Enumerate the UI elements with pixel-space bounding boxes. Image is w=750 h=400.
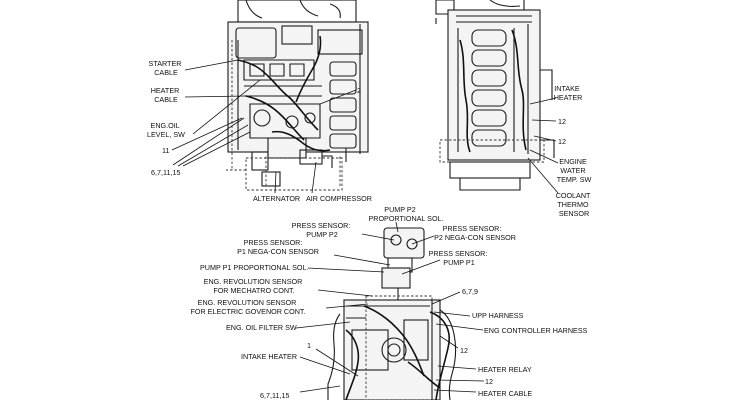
ref-12-b-label: 12 [558, 137, 566, 146]
heater-relay-label: HEATER RELAY [478, 365, 532, 374]
ref-12-d-label: 12 [485, 377, 493, 386]
alternator-label: ALTERNATOR [253, 194, 300, 203]
eng-controller-harness-label: ENG CONTROLLER HARNESS [484, 326, 588, 335]
ref-6-7-11-15-top-label: 6,7,11,15 [151, 168, 180, 177]
coolant-thermo-sensor-label: COOLANT THERMO SENSOR [556, 191, 593, 218]
eng-oil-filter-sw-label: ENG. OIL FILTER SW [226, 323, 297, 332]
eng-revolution-sensor-governor-label: ENG. REVOLUTION SENSOR FOR ELECTRIC GOVE… [190, 298, 305, 316]
ref-6-7-9-label: 6,7,9 [462, 287, 478, 296]
press-sensor-pump-p2-label: PRESS SENSOR: PUMP P2 [292, 221, 353, 239]
heater-cable-bottom-label: HEATER CABLE [478, 389, 532, 398]
air-compressor-label: AIR COMPRESSOR [306, 194, 372, 203]
left-engine-drawing [226, 0, 369, 191]
pump-p1-proportional-sol-label: PUMP P1 PROPORTIONAL SOL. [200, 263, 309, 272]
eng-revolution-sensor-mechatro-label: ENG. REVOLUTION SENSOR FOR MECHATRO CONT… [204, 277, 305, 295]
eng-oil-level-sw-label: ENG.OIL LEVEL, SW [147, 121, 185, 139]
left-engine-leaders [171, 59, 357, 194]
press-sensor-p1-nega-con-label: PRESS SENSOR: P1 NEGA-CON SENSOR [237, 238, 319, 256]
engine-water-temp-sw-label: ENGINE WATER TEMP. SW [557, 157, 592, 184]
press-sensor-pump-p1-label: PRESS SENSOR: PUMP P1 [429, 249, 490, 267]
starter-cable-label: STARTER CABLE [149, 59, 184, 77]
intake-heater-top-label: INTAKE HEATER [554, 84, 583, 102]
ref-11-label: 11 [162, 146, 169, 155]
heater-cable-top-label: HEATER CABLE [151, 86, 182, 104]
right-engine-leaders [527, 97, 559, 194]
ref-1-label: 1 [307, 341, 311, 350]
pump-p2-proportional-sol-label: PUMP P2 PROPORTIONAL SOL. [368, 205, 443, 223]
bottom-engine-leaders [295, 221, 485, 393]
press-sensor-p2-nega-con-label: PRESS SENSOR: P2 NEGA-CON SENSOR [434, 224, 516, 242]
bottom-engine-drawing [327, 227, 457, 400]
ref-6-7-11-15-bottom-label: 6,7,11,15 [260, 391, 289, 400]
diagram-labels: STARTER CABLE HEATER CABLE ENG.OIL LEVEL… [147, 59, 593, 400]
ref-12-a-label: 12 [558, 117, 566, 126]
ref-2-label: 2 [357, 86, 361, 95]
right-engine-drawing [435, 0, 555, 191]
ref-12-c-label: 12 [460, 346, 468, 355]
upp-harness-label: UPP HARNESS [472, 311, 524, 320]
intake-heater-bottom-label: INTAKE HEATER [241, 352, 297, 361]
